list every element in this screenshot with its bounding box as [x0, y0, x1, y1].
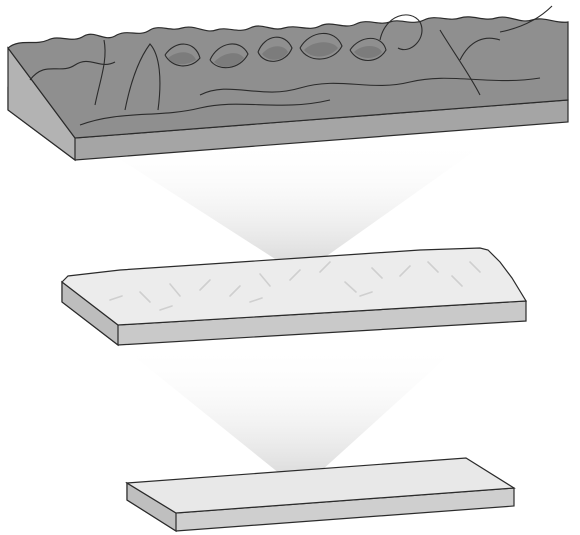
smooth-layer-top-surface [125, 457, 516, 514]
scratch-marks [109, 261, 481, 311]
projection-beam-upper [90, 140, 490, 275]
scratched-layer-top-surface [61, 247, 528, 326]
smooth-surface-layer [125, 457, 516, 533]
scratched-surface-layer [61, 247, 528, 347]
rough-layer-shadows [168, 42, 382, 67]
projection-beam-lower [120, 345, 460, 490]
rough-surface-layer [7, 5, 569, 162]
rough-layer-ridges [29, 5, 553, 126]
